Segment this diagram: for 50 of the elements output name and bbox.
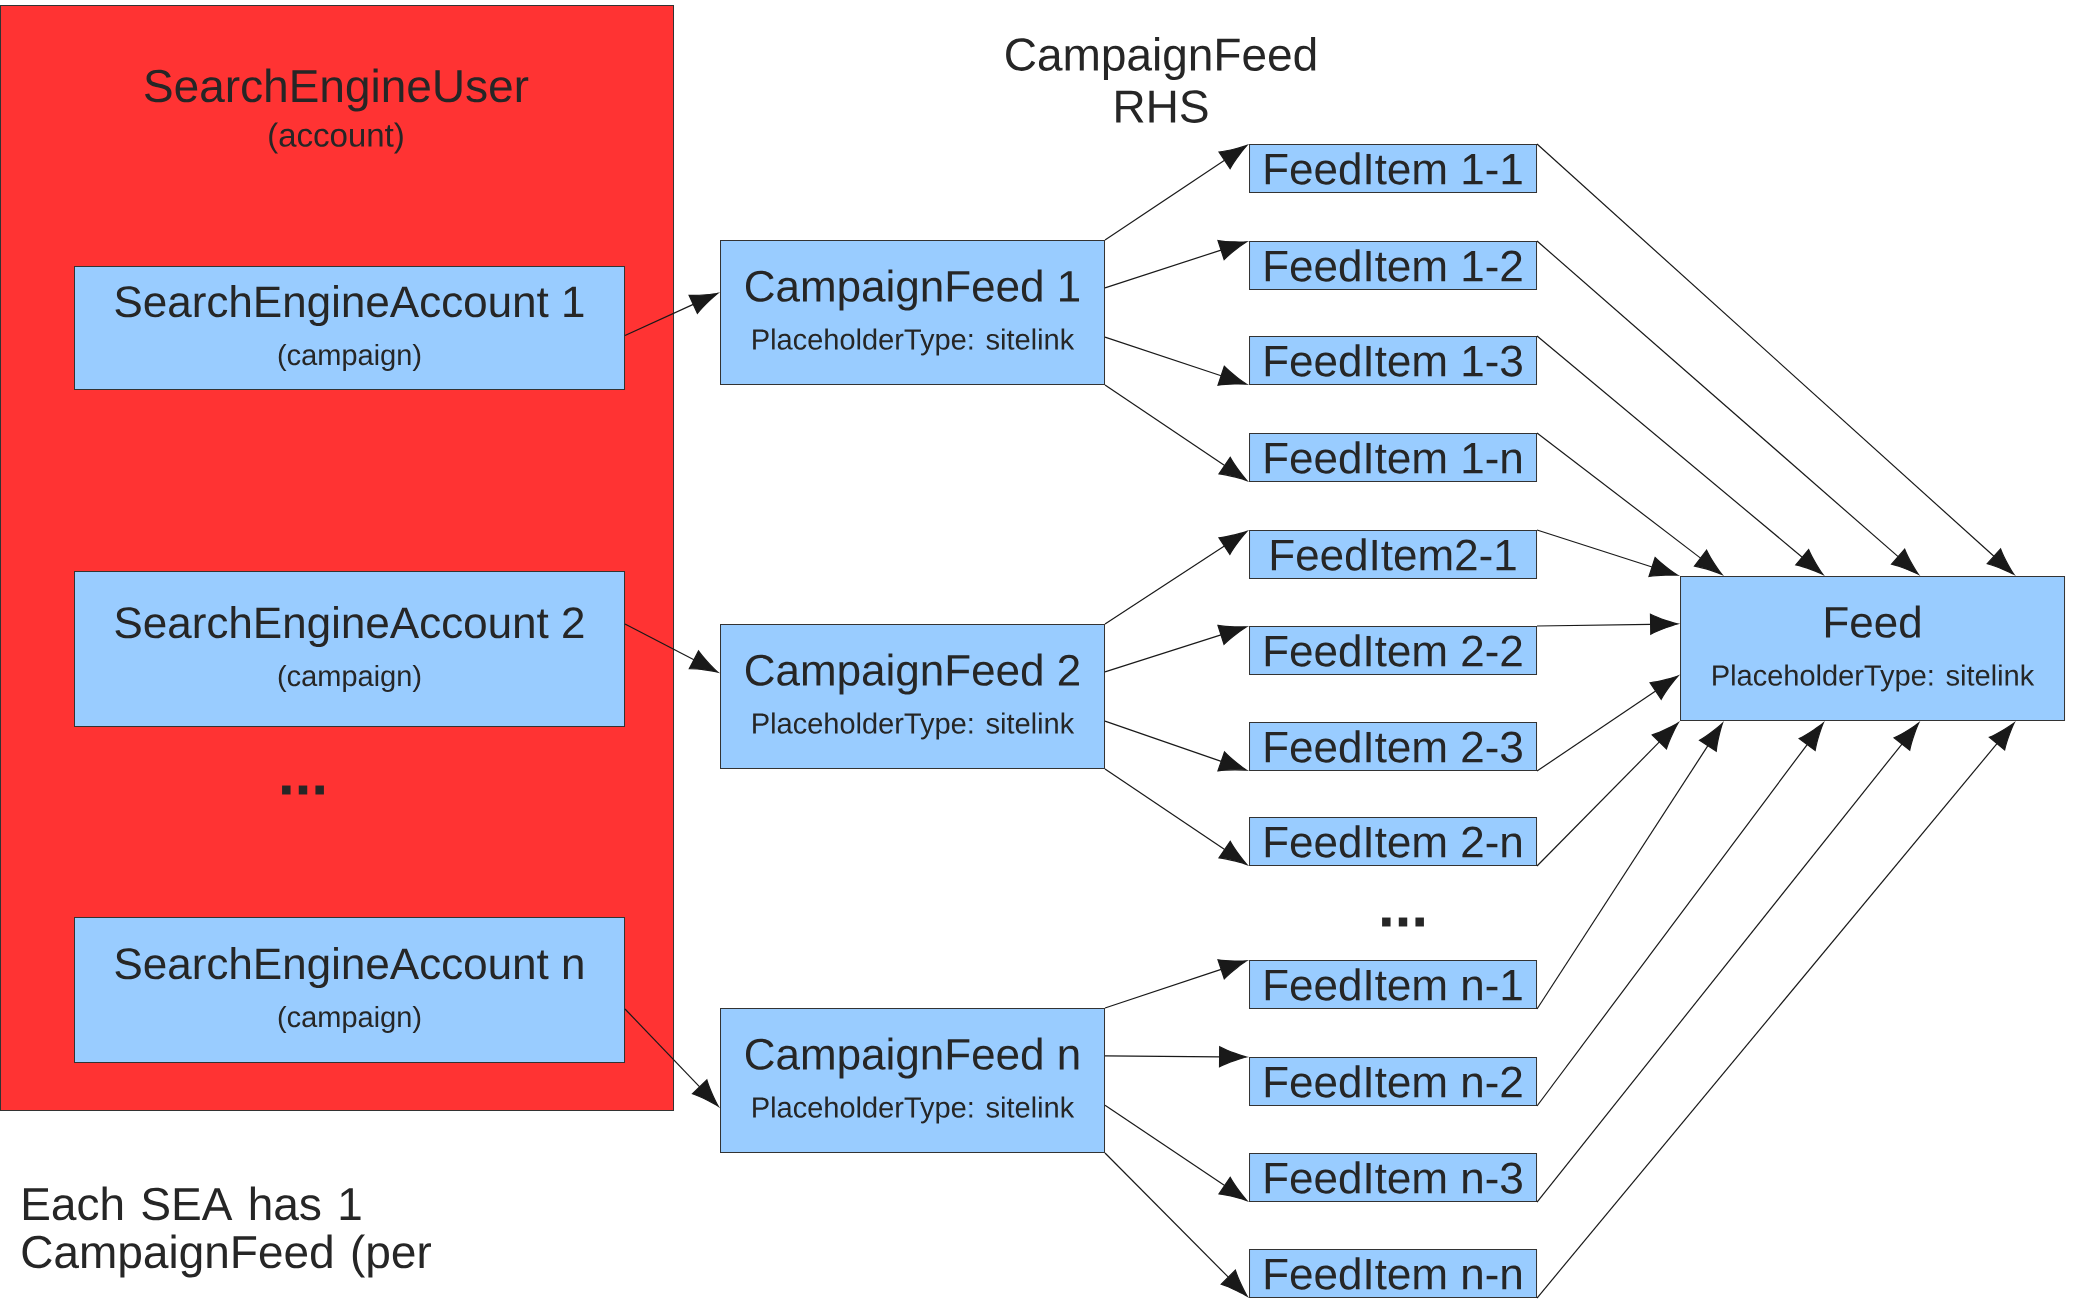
arrow [1536,143,2015,575]
arrow [1536,432,1723,576]
feed-item-box: FeedItem n-3 [1249,1153,1537,1202]
feed-item-box: FeedItem 1-2 [1249,241,1537,290]
arrow [1104,1104,1248,1202]
arrow [1104,336,1248,386]
arrow [1104,240,1248,289]
feed-item-box: FeedItem 2-2 [1249,626,1537,675]
arrow [1536,335,1824,575]
arrow [1104,144,1248,241]
feed-item-box: FeedItem 1-n [1249,433,1537,482]
arrow [1536,722,1920,1203]
arrow [1536,722,2015,1299]
arrow [1536,613,1679,635]
campaign-feed-box: CampaignFeed n PlaceholderType: sitelink [720,1008,1105,1153]
ellipsis: ... [282,785,324,795]
arrow [1104,624,1248,673]
arrow [1536,529,1679,578]
account-box: SearchEngineAccount 1 (campaign) [74,266,625,390]
campaign-feed-box: CampaignFeed 2 PlaceholderType: sitelink [720,624,1105,769]
note: Each SEA has 1 CampaignFeed (per [22,1186,431,1278]
arrow [1536,722,1724,1010]
feed-item-box: FeedItem 1-1 [1249,144,1537,193]
arrow [1104,768,1248,866]
account-box: SearchEngineAccount n (campaign) [74,917,625,1063]
arrow [1104,959,1248,1009]
heading: CampaignFeed RHS [1006,37,1316,123]
arrow [1104,1046,1248,1068]
account-box: SearchEngineAccount 2 (campaign) [74,571,625,727]
arrow [1536,675,1679,772]
feed-item-box: FeedItem 1-3 [1249,336,1537,385]
ellipsis: ... [1382,917,1424,927]
arrow [624,623,719,673]
arrow [1536,722,1679,867]
feed-item-box: FeedItem 2-3 [1249,722,1537,771]
arrow [624,1008,719,1107]
feed-item-box: FeedItem n-1 [1249,960,1537,1009]
arrow [1536,722,1824,1107]
feed-item-box: FeedItem n-n [1249,1249,1537,1298]
campaign-feed-box: CampaignFeed 1 PlaceholderType: sitelink [720,240,1105,385]
arrow [1104,384,1248,482]
feed-item-box: FeedItem2-1 [1249,530,1537,579]
arrow [1104,530,1248,625]
arrow [624,292,719,337]
arrow [1104,1152,1248,1297]
feed-box: Feed PlaceholderType: sitelink [1680,576,2066,721]
arrow [1104,720,1248,772]
arrow [1536,240,1919,575]
feed-item-box: FeedItem 2-n [1249,817,1537,866]
feed-item-box: FeedItem n-2 [1249,1057,1537,1106]
